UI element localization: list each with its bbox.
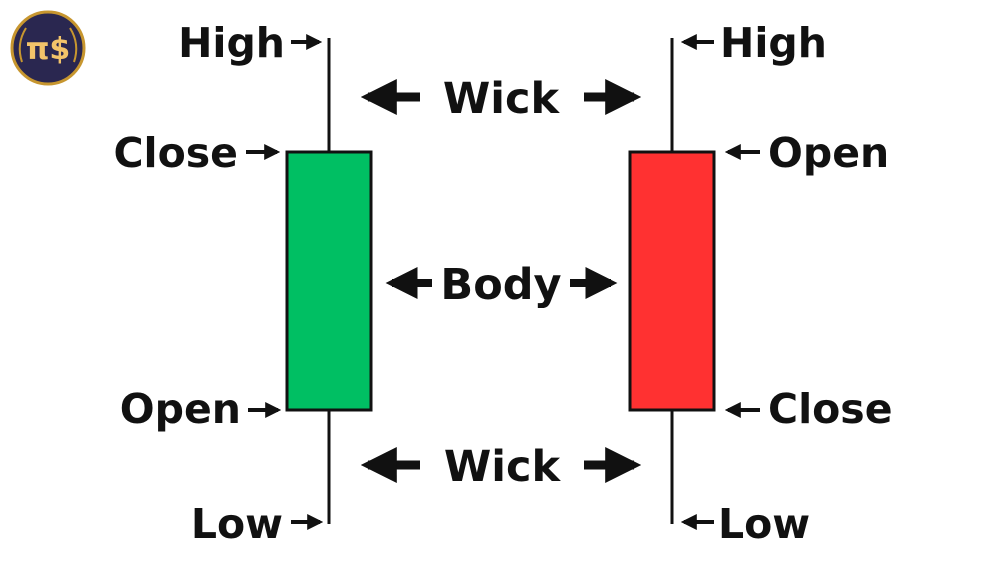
logo-text: π$ xyxy=(26,32,71,67)
logo-circle xyxy=(10,10,86,86)
bullish-body xyxy=(285,150,373,412)
bearish-body xyxy=(628,150,716,412)
bullish-candle xyxy=(285,38,373,524)
bearish-open-label: Open xyxy=(768,129,889,177)
logo-badge: π$ xyxy=(10,10,86,86)
bearish-close-label: Close xyxy=(768,385,893,433)
bullish-high-label: High xyxy=(178,19,285,67)
bullish-low-label: Low xyxy=(191,500,283,548)
wick-bottom-label: Wick xyxy=(444,442,562,492)
wick-top-label: Wick xyxy=(443,74,561,124)
bullish-open-label: Open xyxy=(120,385,241,433)
laurel-icon xyxy=(18,27,78,63)
bullish-close-label: Close xyxy=(113,129,238,177)
body-label: Body xyxy=(440,260,561,310)
bearish-high-label: High xyxy=(720,19,827,67)
bearish-candle xyxy=(628,38,716,524)
bearish-low-label: Low xyxy=(718,500,810,548)
